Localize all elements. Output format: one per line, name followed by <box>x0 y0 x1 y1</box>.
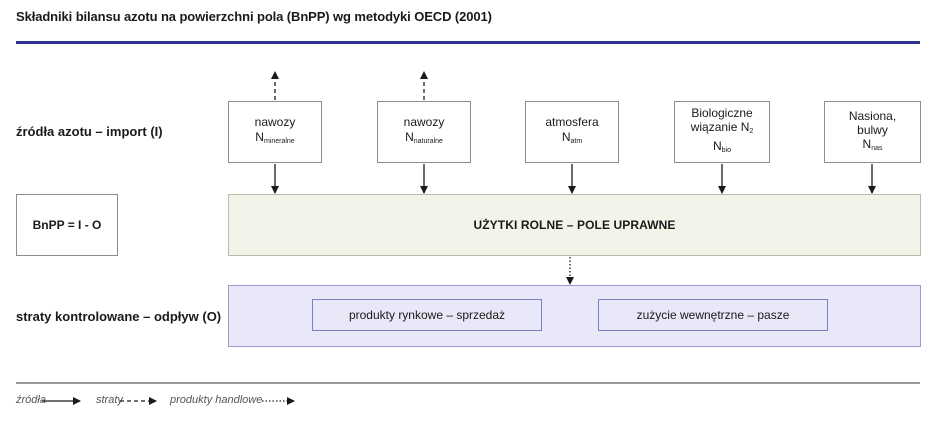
source-box-line: atmosfera <box>545 115 599 129</box>
source-box-symbol: Natm <box>562 130 582 149</box>
legend-products-label: produkty handlowe <box>170 394 263 406</box>
diagram-title: Składniki bilansu azotu na powierzchni p… <box>16 9 492 24</box>
source-box-atmosphere: atmosfera Natm <box>525 101 619 163</box>
source-box-symbol: Nnaturalne <box>405 130 443 149</box>
source-box-line: nawozy <box>254 115 296 129</box>
legend-rule <box>16 382 920 384</box>
symbol-text: N <box>255 130 264 144</box>
source-box-symbol: Nbio <box>713 139 731 158</box>
source-box-mineral-fertilizer: nawozy Nmineralne <box>228 101 322 163</box>
symbol-subscript: bio <box>721 147 731 154</box>
symbol-text: N <box>862 136 872 151</box>
symbol-subscript: naturalne <box>413 138 443 145</box>
title-rule <box>16 41 920 44</box>
line2-text: wiązanie N <box>690 120 750 134</box>
symbol-subscript: nas <box>871 144 883 152</box>
source-box-biological-fixation: Biologiczne wiązanie N2 Nbio <box>674 101 770 163</box>
source-box-natural-fertilizer: nawozy Nnaturalne <box>377 101 471 163</box>
sources-row-label: źródła azotu – import (I) <box>16 124 163 139</box>
line2-subscript: 2 <box>749 128 754 135</box>
source-box-seeds: Nasiona, bulwy Nnas <box>824 101 921 163</box>
symbol-subscript: mineralne <box>263 138 295 145</box>
losses-row-label: straty kontrolowane – odpływ (O) <box>16 309 222 324</box>
symbol-text: N <box>712 139 722 153</box>
source-box-line2: bulwy <box>857 122 888 137</box>
symbol-subscript: atm <box>570 138 583 145</box>
legend-losses-label: straty <box>96 394 123 406</box>
legend-sources-label: źródła <box>16 394 46 406</box>
internal-use-box: zużycie wewnętrzne – pasze <box>598 299 828 331</box>
symbol-text: N <box>405 130 414 144</box>
market-products-box: produkty rynkowe – sprzedaż <box>312 299 542 331</box>
source-box-symbol: Nnas <box>863 137 883 156</box>
symbol-text: N <box>561 130 571 144</box>
farmland-box: UŻYTKI ROLNE – POLE UPRAWNE <box>228 194 921 256</box>
formula-box: BnPP = I - O <box>16 194 118 256</box>
source-box-symbol: Nmineralne <box>255 130 294 149</box>
source-box-line2: wiązanie N2 <box>691 120 754 139</box>
source-box-line: Nasiona, <box>848 108 897 123</box>
source-box-line: nawozy <box>403 115 445 129</box>
source-box-line: Biologiczne <box>691 106 753 120</box>
